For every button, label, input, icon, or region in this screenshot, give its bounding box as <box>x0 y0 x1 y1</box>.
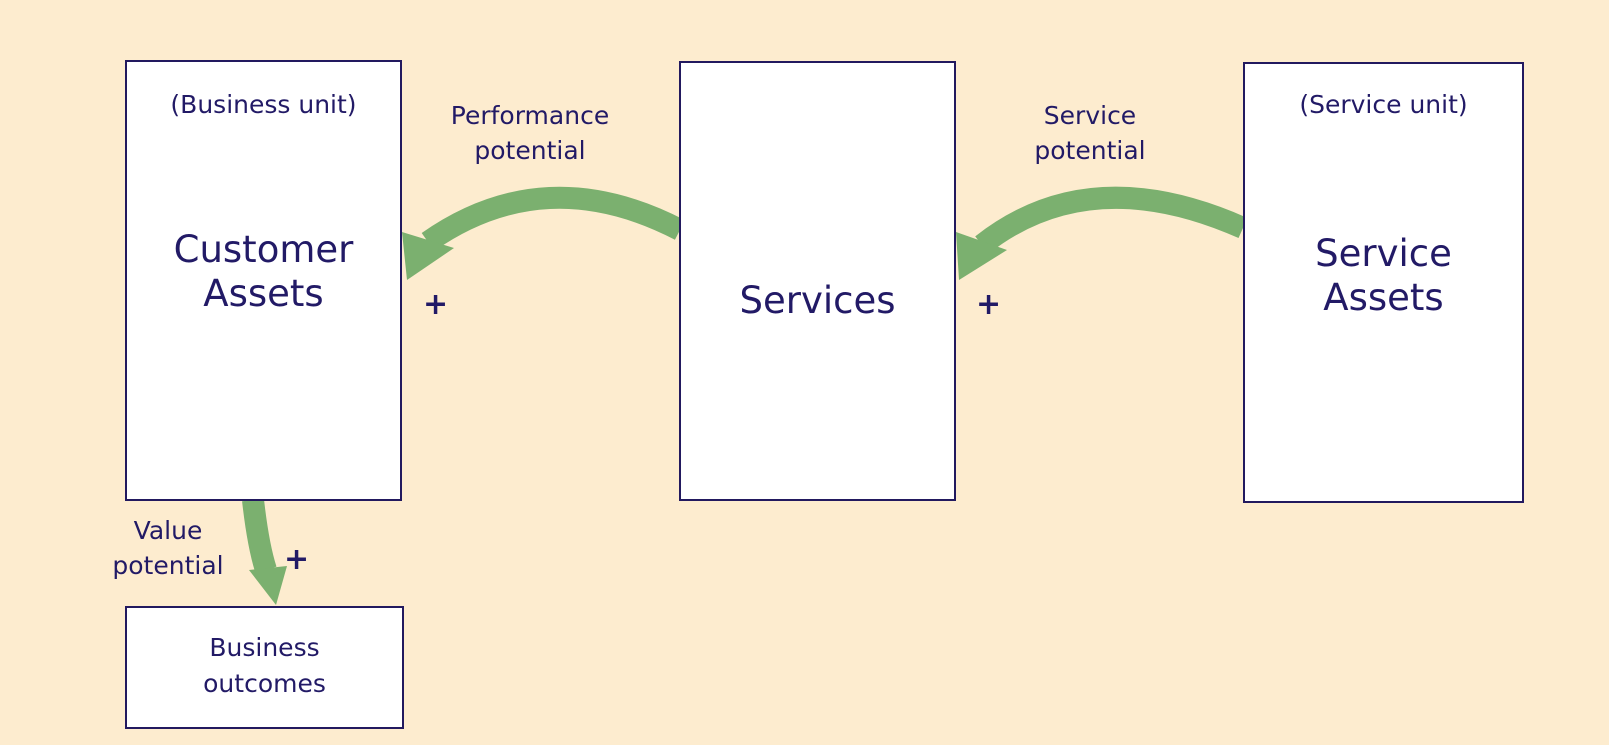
customer-assets-subtitle: (Business unit) <box>170 90 357 119</box>
value-potential-label-line2: potential <box>112 551 224 580</box>
value-potential-arrow <box>242 498 287 605</box>
business-outcomes-box: Business outcomes <box>125 606 404 729</box>
service-assets-title: Service Assets <box>1245 232 1522 319</box>
service-assets-title-line1: Service <box>1315 232 1452 275</box>
performance-potential-label-line2: potential <box>474 136 586 165</box>
business-outcomes-line1: Business <box>209 633 320 662</box>
customer-assets-title-line1: Customer <box>173 228 354 271</box>
customer-assets-box: (Business unit) Customer Assets <box>125 60 402 501</box>
service-assets-box: (Service unit) Service Assets <box>1243 62 1524 503</box>
service-potential-label: Service potential <box>1000 98 1180 168</box>
services-box: Services <box>679 61 956 501</box>
performance-plus-sign: + <box>423 287 449 322</box>
performance-potential-label-line1: Performance <box>450 101 610 130</box>
service-assets-subtitle: (Service unit) <box>1299 90 1468 119</box>
service-plus-sign: + <box>976 287 1002 322</box>
customer-assets-title-line2: Assets <box>203 271 324 315</box>
performance-potential-arrow <box>402 186 686 280</box>
business-outcomes-line2: outcomes <box>203 669 326 699</box>
service-potential-label-line1: Service <box>1043 101 1137 130</box>
business-outcomes-title: Business outcomes <box>127 630 402 703</box>
performance-potential-label: Performance potential <box>430 98 630 168</box>
service-assets-title-line2: Assets <box>1323 275 1444 319</box>
service-potential-label-line2: potential <box>1034 136 1146 165</box>
value-potential-label-line1: Value <box>133 516 203 545</box>
customer-assets-title: Customer Assets <box>127 228 400 315</box>
service-potential-arrow <box>956 186 1248 280</box>
value-potential-label: Value potential <box>100 513 236 583</box>
value-plus-sign: + <box>284 542 310 577</box>
services-title: Services <box>739 279 896 322</box>
